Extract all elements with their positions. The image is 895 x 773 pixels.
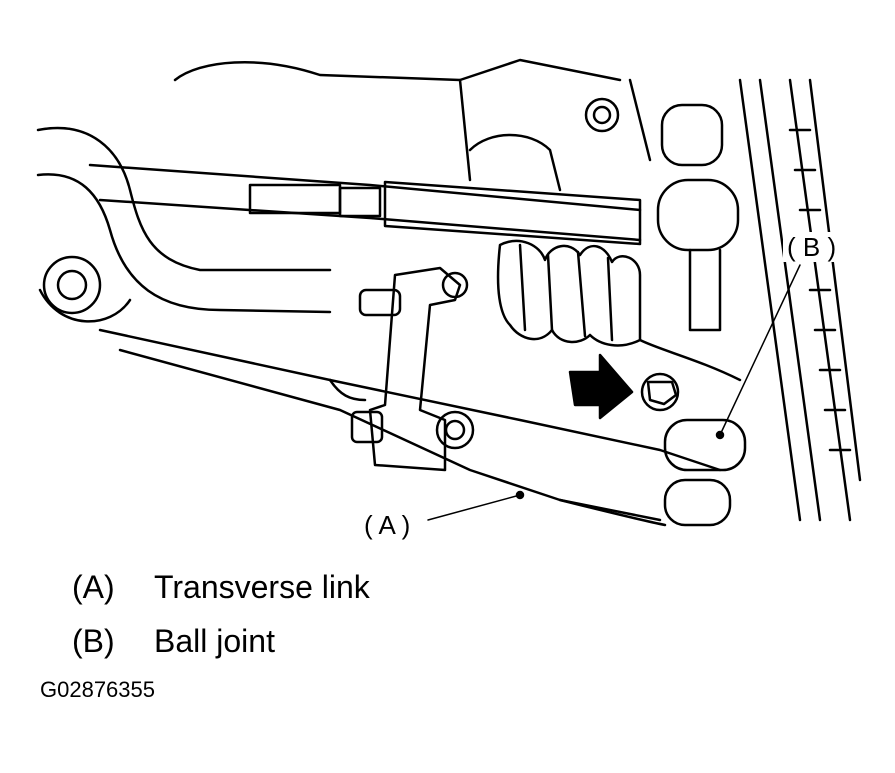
figure-id: G02876355: [40, 677, 155, 702]
tie-rod-end: [656, 103, 740, 332]
legend-key-b: (B): [72, 623, 115, 659]
callout-a: ( A ): [360, 510, 415, 540]
legend-key-a: (A): [72, 569, 115, 605]
ball-joint: [638, 338, 747, 527]
steering-boot: [496, 239, 642, 347]
legend-text-a: Transverse link: [154, 569, 370, 605]
stabilizer-link: [350, 266, 475, 472]
callout-b: ( B ): [783, 232, 841, 262]
legend-item-b: (B) Ball joint: [72, 614, 370, 668]
bolt: [640, 372, 680, 412]
transverse-link: [98, 328, 722, 527]
leader-line-b: [719, 264, 801, 436]
leader-dot-b: [715, 430, 725, 440]
brake-rotor: [738, 78, 862, 522]
legend-text-b: Ball joint: [154, 623, 275, 659]
tie-rod: [88, 163, 642, 246]
arrow-indicator: [568, 353, 634, 420]
legend: (A) Transverse link (B) Ball joint: [72, 560, 370, 668]
leader-dot-a: [515, 490, 525, 500]
stabilizer-bar: [36, 126, 332, 323]
strut-housing: [173, 58, 652, 192]
suspension-line-drawing: [36, 58, 862, 527]
legend-item-a: (A) Transverse link: [72, 560, 370, 614]
leader-line-a: [427, 494, 521, 521]
